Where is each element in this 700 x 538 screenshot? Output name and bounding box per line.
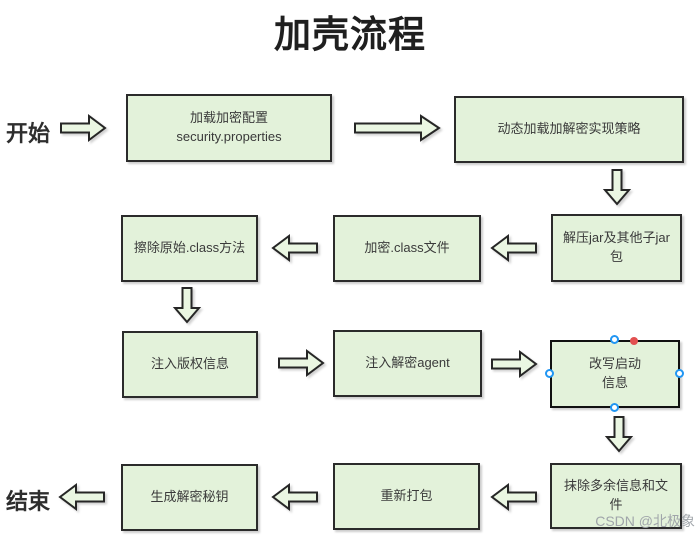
selection-handle-bottom[interactable] xyxy=(610,403,619,412)
start-label: 开始 xyxy=(6,121,51,146)
csdn-watermark: CSDN @北极象 xyxy=(595,513,695,529)
node-generate-decrypt-key[interactable]: 生成解密秘钥 xyxy=(121,464,258,531)
node-inject-copyright[interactable]: 注入版权信息 xyxy=(122,331,258,398)
node-label: 动态加载加解密实现策略 xyxy=(497,121,641,137)
arrow-left-icon xyxy=(271,483,318,511)
selection-handle-top[interactable] xyxy=(610,335,619,344)
node-label: 加密.class文件 xyxy=(364,240,450,256)
selection-handle-left[interactable] xyxy=(545,369,554,378)
diagram-title: 加壳流程 xyxy=(274,14,426,55)
arrow-down-icon xyxy=(604,416,634,453)
node-rewrite-startup-info[interactable]: 改写启动 信息 xyxy=(550,340,680,408)
arrow-down-icon xyxy=(602,169,632,206)
arrow-left-icon xyxy=(58,483,105,511)
node-label: 改写启动 信息 xyxy=(588,356,641,390)
arrow-right-icon xyxy=(60,114,107,142)
arrow-left-icon xyxy=(490,234,537,262)
node-load-config[interactable]: 加载加密配置 security.properties xyxy=(126,94,332,162)
node-encrypt-class[interactable]: 加密.class文件 xyxy=(333,215,481,282)
node-label: 抹除多余信息和文 件 xyxy=(563,478,668,512)
node-dynamic-load-strategy[interactable]: 动态加载加解密实现策略 xyxy=(454,96,684,163)
node-label: 加载加密配置 security.properties xyxy=(176,110,282,144)
node-label: 解压jar及其他子jar 包 xyxy=(563,230,670,264)
node-label: 生成解密秘钥 xyxy=(150,489,229,505)
node-repack[interactable]: 重新打包 xyxy=(333,463,480,530)
node-label: 重新打包 xyxy=(380,488,433,504)
arrow-left-icon xyxy=(271,234,318,262)
node-label: 注入解密agent xyxy=(365,355,450,371)
selection-handle-right[interactable] xyxy=(675,369,684,378)
node-unzip-jar[interactable]: 解压jar及其他子jar 包 xyxy=(551,214,682,282)
node-label: 注入版权信息 xyxy=(150,356,229,372)
arrow-right-icon xyxy=(354,114,441,142)
node-label: 擦除原始.class方法 xyxy=(133,240,246,256)
node-erase-extra-info[interactable]: 抹除多余信息和文 件 xyxy=(550,463,682,529)
arrow-right-icon xyxy=(278,349,325,377)
arrow-down-icon xyxy=(172,287,202,324)
node-inject-decrypt-agent[interactable]: 注入解密agent xyxy=(333,330,482,397)
end-label: 结束 xyxy=(6,489,51,514)
connection-point-red-dot[interactable] xyxy=(630,337,638,345)
arrow-right-icon xyxy=(491,350,538,378)
node-erase-original-class[interactable]: 擦除原始.class方法 xyxy=(121,215,258,282)
arrow-left-icon xyxy=(490,483,537,511)
